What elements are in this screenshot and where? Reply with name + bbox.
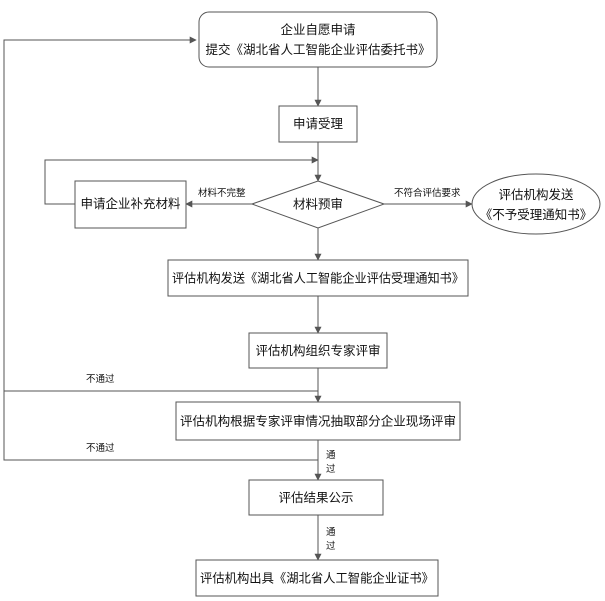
label-pass-2-b: 过 [326, 540, 336, 552]
node-reject-line1: 评估机构发送 [498, 187, 574, 202]
node-notice-label: 评估机构发送《湖北省人工智能企业评估受理通知书》 [172, 271, 464, 286]
label-fail-2: 不通过 [86, 442, 115, 454]
label-pass-2-a: 通 [326, 527, 336, 538]
node-apply-line1: 企业自愿申请 [280, 22, 355, 37]
node-publicity-label: 评估结果公示 [278, 490, 353, 505]
node-onsite-review-label: 评估机构根据专家评审情况抽取部分企业现场评审 [180, 414, 456, 429]
node-supplement-label: 申请企业补充材料 [80, 196, 181, 211]
node-apply: 企业自愿申请 提交《湖北省人工智能企业评估委托书》 [198, 11, 438, 68]
node-accept-label: 申请受理 [293, 116, 344, 131]
node-onsite-review: 评估机构根据专家评审情况抽取部分企业现场评审 [175, 401, 461, 441]
node-notice: 评估机构发送《湖北省人工智能企业评估受理通知书》 [167, 259, 469, 297]
label-pass-1-b: 过 [326, 463, 336, 475]
node-supplement: 申请企业补充材料 [74, 180, 187, 229]
node-expert-review: 评估机构组织专家评审 [248, 332, 388, 369]
edge-fail-loop-1 [3, 36, 318, 392]
node-accept: 申请受理 [278, 105, 358, 143]
edge-fail-loop-2 [3, 391, 318, 461]
node-apply-line2: 提交《湖北省人工智能企业评估委托书》 [205, 42, 430, 57]
node-reject-line2: 《不予受理通知书》 [480, 207, 593, 222]
node-certificate: 评估机构出具《湖北省人工智能企业证书》 [195, 559, 439, 597]
label-fail-1: 不通过 [86, 373, 115, 385]
node-precheck-label: 材料预审 [293, 197, 343, 212]
node-reject: 评估机构发送 《不予受理通知书》 [471, 173, 601, 235]
label-incomplete: 材料不完整 [198, 187, 246, 199]
label-pass-1-a: 通 [326, 450, 336, 461]
label-not-qualified: 不符合评估要求 [394, 187, 461, 199]
node-publicity: 评估结果公示 [248, 479, 384, 516]
node-certificate-label: 评估机构出具《湖北省人工智能企业证书》 [200, 571, 434, 586]
edge-supplement-loop-back [44, 156, 319, 205]
node-expert-review-label: 评估机构组织专家评审 [255, 343, 380, 358]
node-precheck: 材料预审 [250, 180, 386, 229]
